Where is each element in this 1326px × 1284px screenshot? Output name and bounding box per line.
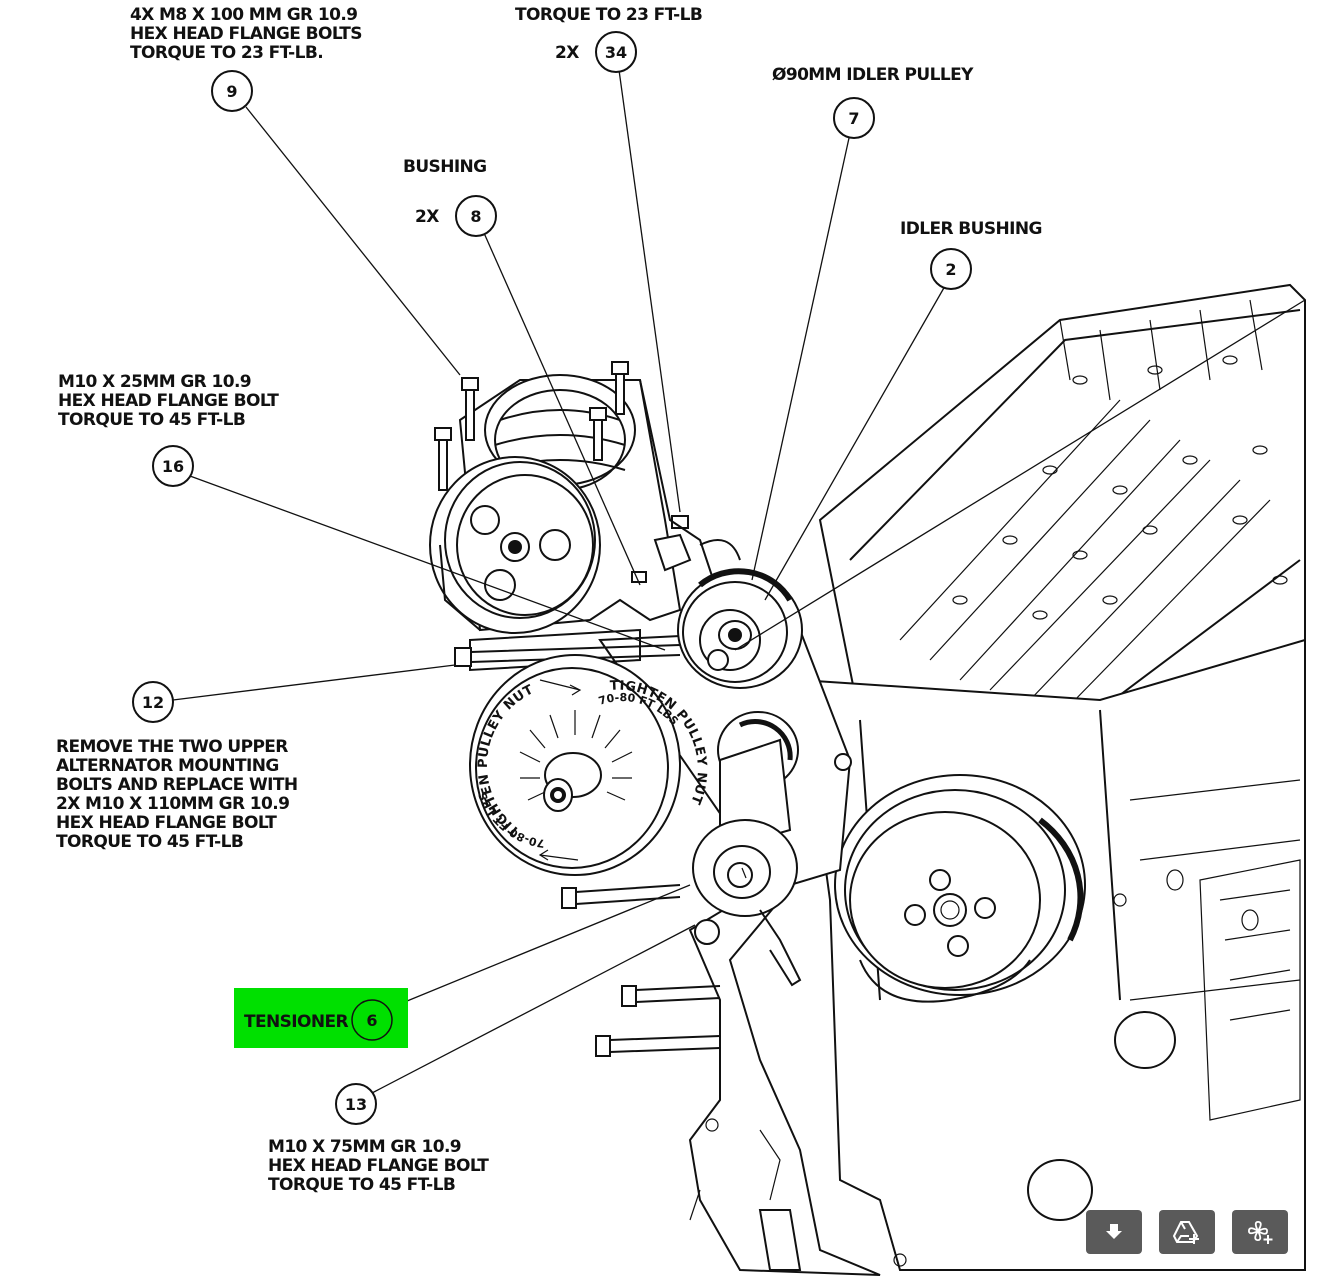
ac-compressor: [429, 361, 721, 634]
note-remove-4: 2X M10 X 110MM GR 10.9: [56, 794, 289, 814]
callout-34: 34: [605, 43, 627, 62]
note-m10-25-1: M10 X 25MM GR 10.9: [58, 372, 251, 392]
callout-7-circle: [833, 97, 875, 139]
note-bushing: BUSHING: [403, 157, 487, 177]
callout-34-circle: [595, 31, 637, 73]
add-to-pinwheel-button[interactable]: [1232, 1210, 1288, 1254]
note-remove-1: REMOVE THE TWO UPPER: [56, 737, 288, 757]
notes: 4X M8 X 100 MM GR 10.9 HEX HEAD FLANGE B…: [56, 5, 1042, 1195]
qty-8: 2X: [415, 207, 439, 227]
note-top-center: TORQUE TO 23 FT-LB: [515, 5, 702, 25]
tensioner-assembly: [692, 711, 802, 987]
callout-6: 6: [366, 1011, 377, 1030]
note-top-left-3: TORQUE TO 23 FT-LB.: [130, 43, 323, 63]
qty-34: 2X: [555, 43, 579, 63]
note-remove-2: ALTERNATOR MOUNTING: [56, 756, 279, 776]
callout-16: 16: [162, 457, 184, 476]
callouts: 9 34 7 8 2 16 12 6 13: [132, 31, 972, 1125]
note-tensioner: TENSIONER: [244, 1012, 348, 1032]
image-toolbar: [1086, 1210, 1288, 1254]
note-idler-pulley: Ø90MM IDLER PULLEY: [772, 65, 974, 85]
note-m10-75-2: HEX HEAD FLANGE BOLT: [268, 1156, 489, 1176]
callout-2-circle: [930, 248, 972, 290]
note-m10-25-2: HEX HEAD FLANGE BOLT: [58, 391, 279, 411]
callout-7: 7: [848, 109, 859, 128]
add-to-drive-icon: [1172, 1221, 1199, 1244]
callout-13-circle: [335, 1083, 377, 1125]
mounting-bracket: [469, 628, 881, 1276]
note-m10-75-3: TORQUE TO 45 FT-LB: [268, 1175, 455, 1195]
crank-pulley: [834, 774, 1086, 1003]
note-top-left-1: 4X M8 X 100 MM GR 10.9: [130, 5, 357, 25]
download-button[interactable]: [1086, 1210, 1142, 1254]
idler-pulley: [677, 539, 803, 689]
note-idler-bushing: IDLER BUSHING: [900, 219, 1042, 239]
callout-2: 2: [945, 260, 956, 279]
callout-13: 13: [345, 1095, 367, 1114]
note-remove-3: BOLTS AND REPLACE WITH: [56, 775, 297, 795]
note-m10-25-3: TORQUE TO 45 FT-LB: [58, 410, 245, 430]
callout-12: 12: [142, 693, 164, 712]
add-to-pinwheel-icon: [1248, 1221, 1273, 1244]
callout-8-circle: [455, 195, 497, 237]
note-top-left-2: HEX HEAD FLANGE BOLTS: [130, 24, 362, 44]
callout-12-circle: [132, 681, 174, 723]
engine-block: [798, 283, 1306, 1271]
note-remove-5: HEX HEAD FLANGE BOLT: [56, 813, 277, 833]
leader-lines: [172, 69, 1306, 1094]
callout-6-circle: [351, 999, 393, 1041]
bolt-12: [454, 644, 681, 667]
download-icon: [1106, 1224, 1122, 1239]
note-remove-6: TORQUE TO 45 FT-LB: [56, 832, 243, 852]
callout-8: 8: [470, 207, 481, 226]
alternator: TIGHTEN PULLEY NUT 70-80 FT LBS TIGHTEN …: [469, 654, 721, 1057]
callout-9: 9: [226, 82, 237, 101]
callout-16-circle: [152, 445, 194, 487]
note-m10-75-1: M10 X 75MM GR 10.9: [268, 1137, 461, 1157]
callout-9-circle: [211, 70, 253, 112]
add-to-drive-button[interactable]: [1159, 1210, 1215, 1254]
